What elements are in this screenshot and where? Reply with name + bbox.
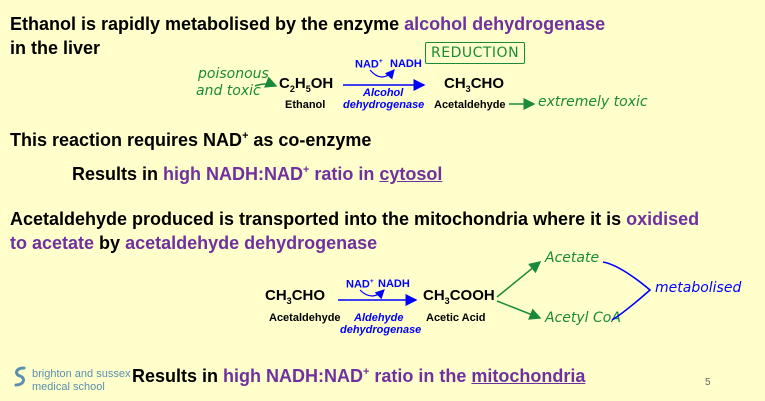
logo-line-1: brighton and sussex [32, 368, 131, 380]
reduction-box: REDUCTION [425, 42, 526, 64]
result-text: Results in [72, 164, 164, 184]
nad-label-1: NAD+ [355, 58, 383, 71]
reduction-text: REDUCTION [431, 45, 520, 61]
logo-line-2: medical school [32, 381, 105, 393]
page-number: 5 [705, 377, 711, 388]
coenzyme-line: This reaction requires NAD+ as co-enzyme [10, 130, 371, 151]
formula-part: CH [265, 287, 287, 304]
poisonous-arrow [254, 76, 278, 88]
ratio-sup: + [363, 366, 370, 378]
formula-sub: 3 [465, 84, 471, 94]
nad-sup: + [378, 58, 383, 65]
note-extremely-toxic: extremely toxic [538, 94, 648, 110]
ethanol-formula: C2H5OH [279, 75, 333, 94]
formula-sub: 3 [286, 296, 292, 306]
enzyme-dehydrogenase-1: dehydrogenase [343, 99, 425, 111]
formula-sub: 5 [305, 84, 311, 94]
formula-part: COOH [449, 287, 495, 304]
heading-line-2: in the liver [10, 38, 101, 58]
ratio-highlight: high NADH:NAD [163, 164, 304, 184]
mitochondria-underlined: mitochondria [471, 366, 586, 386]
nad-label-2: NAD+ [346, 278, 374, 291]
formula-part: CH [444, 75, 466, 92]
acetic-acid-label: Acetic Acid [426, 312, 486, 324]
metabolised-bracket [602, 261, 652, 321]
coenzyme-sup: + [242, 130, 249, 142]
result-mitochondria: Results in high NADH:NAD+ ratio in the m… [132, 366, 585, 387]
nad-curve-2 [359, 289, 385, 300]
acetic-acid-formula: CH3COOH [423, 287, 495, 306]
note-poisonous: poisonous [198, 66, 269, 82]
ethanol-label: Ethanol [285, 99, 326, 111]
note-and-toxic: and toxic [196, 83, 261, 99]
result-text: Results in [132, 366, 224, 386]
acetyl-coa-arrow [496, 300, 542, 320]
nadh-label-2: NADH [378, 278, 410, 290]
formula-part: CH [423, 287, 445, 304]
nad-curve-1 [369, 69, 395, 80]
heading2-text: Acetaldehyde produced is transported int… [10, 209, 627, 229]
nad-text: NAD [346, 278, 370, 291]
coenzyme-text: This reaction requires NAD [10, 130, 243, 150]
formula-part: OH [310, 75, 334, 92]
ratio-highlight: ratio in the [369, 366, 472, 386]
heading2-line-1: Acetaldehyde produced is transported int… [10, 209, 699, 230]
enzyme-aldehyde: Aldehyde [354, 312, 404, 324]
bsms-logo [10, 365, 30, 394]
heading2-text: by [94, 233, 126, 253]
enzyme2-highlight: acetaldehyde dehydrogenase [125, 233, 378, 253]
heading-text: Ethanol is rapidly metabolised by the en… [10, 14, 405, 34]
note-acetate: Acetate [545, 250, 600, 266]
formula-part: C [279, 75, 290, 92]
nad-text: NAD [355, 58, 379, 71]
note-metabolised: metabolised [655, 280, 742, 296]
result-cytosol: Results in high NADH:NAD+ ratio in cytos… [72, 164, 442, 185]
formula-sub: 2 [289, 84, 295, 94]
enzyme-alcohol: Alcohol [363, 87, 404, 99]
enzyme-highlight: alcohol dehydrogenase [404, 14, 606, 34]
formula-part: CHO [470, 75, 505, 92]
ratio-highlight: ratio in [309, 164, 380, 184]
nadh-label-1: NADH [390, 58, 422, 70]
coenzyme-text: as co-enzyme [248, 130, 372, 150]
note-acetyl-coa: Acetyl CoA [545, 310, 621, 326]
oxidised-highlight: oxidised [626, 209, 700, 229]
acetate-arrow [496, 261, 542, 298]
acetaldehyde-formula-2: CH3CHO [265, 287, 325, 306]
formula-sub: 3 [444, 296, 450, 306]
enzyme-dehydrogenase-2: dehydrogenase [340, 324, 422, 336]
nad-sup: + [369, 278, 374, 285]
acetate-highlight: to acetate [10, 233, 95, 253]
cytosol-underlined: cytosol [379, 164, 443, 184]
formula-part: CHO [291, 287, 326, 304]
ratio-highlight: high NADH:NAD [223, 366, 364, 386]
heading-line-1: Ethanol is rapidly metabolised by the en… [10, 14, 605, 35]
acetaldehyde-formula: CH3CHO [444, 75, 504, 94]
formula-part: H [294, 75, 306, 92]
ratio-sup: + [303, 164, 310, 176]
bsms-logo-icon [14, 366, 26, 387]
acetaldehyde-label: Acetaldehyde [434, 99, 506, 111]
heading2-line-2: to acetate by acetaldehyde dehydrogenase [10, 233, 377, 254]
acetaldehyde-label-2: Acetaldehyde [269, 312, 341, 324]
